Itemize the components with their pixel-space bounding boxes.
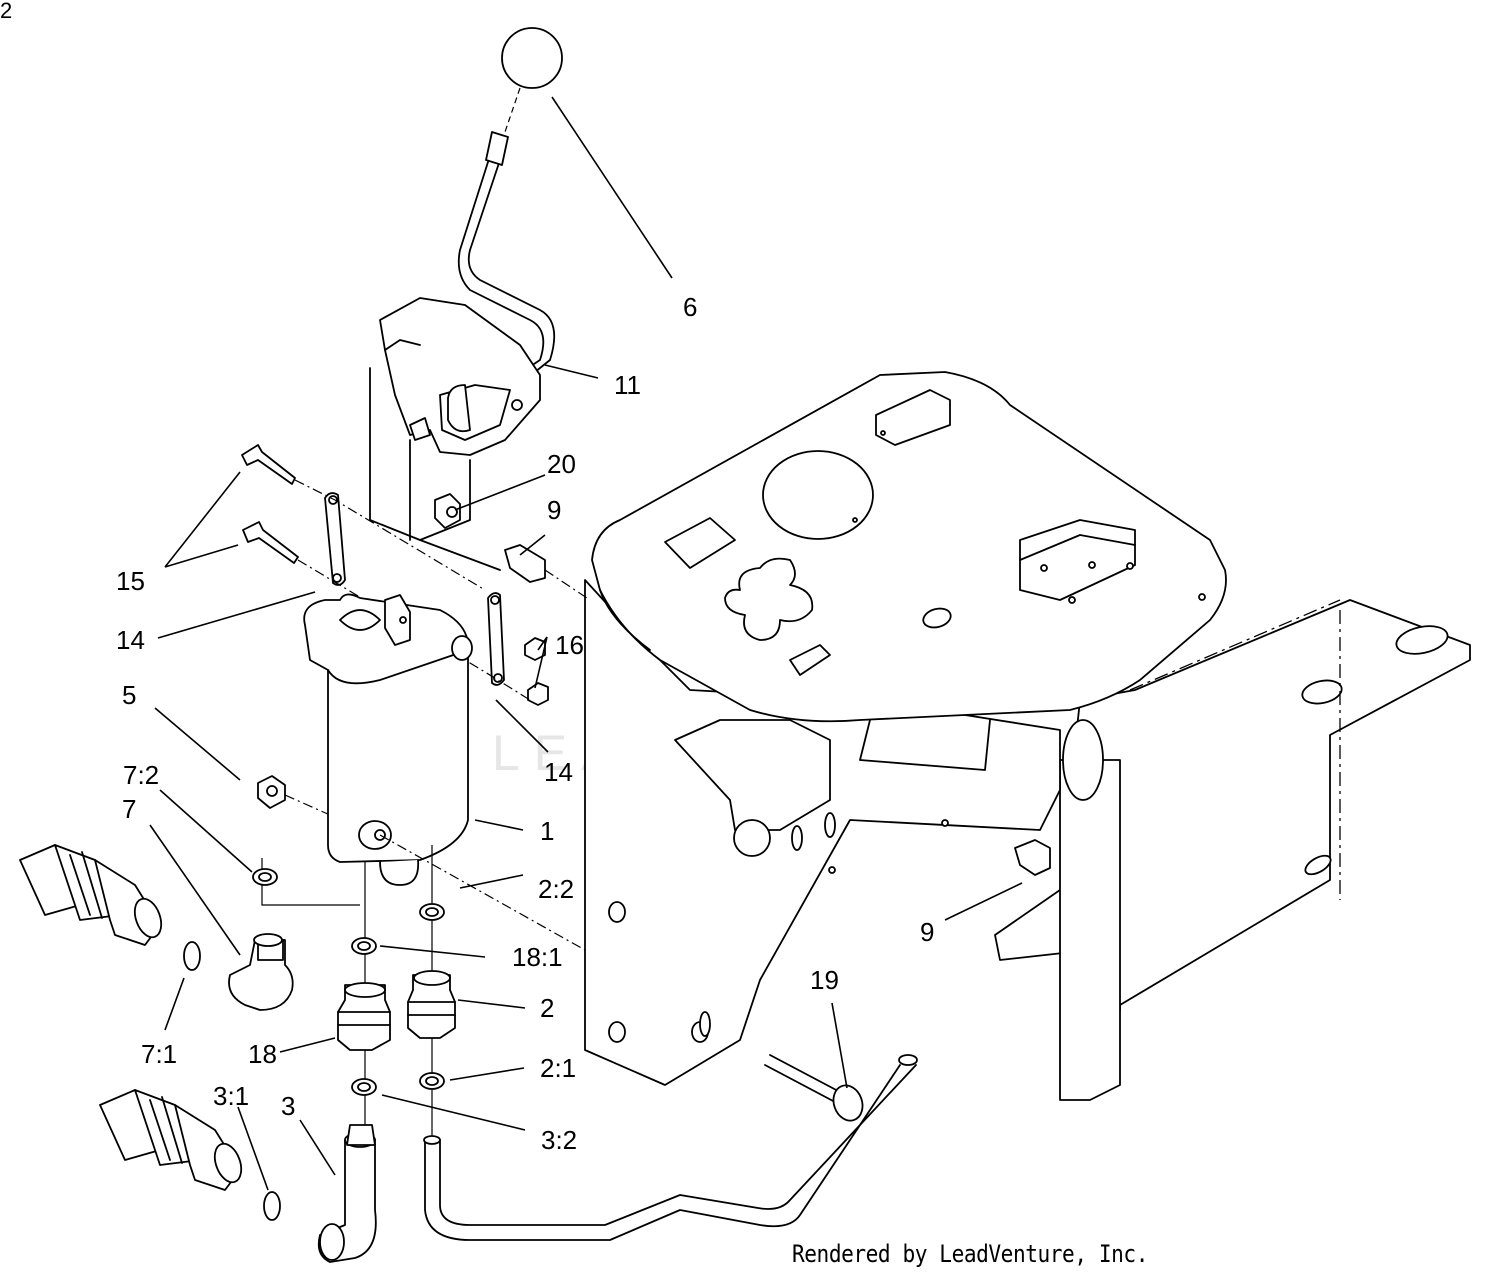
lever-knob-assembly: [459, 28, 562, 372]
callout-9-lower: 9: [920, 917, 934, 947]
callout-7-1: 7:1: [141, 1039, 177, 1069]
callout-14-left: 14: [116, 625, 145, 655]
callout-3-1: 3:1: [213, 1081, 249, 1111]
callout-3: 3: [281, 1091, 295, 1121]
callout-5: 5: [122, 680, 136, 710]
leader-lines: [150, 97, 1022, 1190]
callout-15: 15: [116, 566, 145, 596]
callout-20: 20: [547, 449, 576, 479]
callout-16: 16: [555, 630, 584, 660]
hoses: [20, 845, 917, 1240]
render-credit: Rendered by LeadVenture, Inc.: [792, 1240, 1148, 1268]
callout-9-upper: 9: [547, 495, 561, 525]
callout-2-2: 2:2: [538, 874, 574, 904]
fittings-and-orings: [184, 869, 455, 1262]
callout-3-2: 3:2: [541, 1125, 577, 1155]
callout-7-2: 7:2: [123, 760, 159, 790]
callout-2-1: 2:1: [540, 1053, 576, 1083]
callout-7: 7: [122, 794, 136, 824]
callout-6: 6: [683, 292, 697, 322]
callout-labels: 6 11 20 9 15 14 16 5 14 7:2 7 1 2:2 9 18…: [116, 292, 934, 1155]
callout-11: 11: [614, 370, 641, 400]
callout-18-1: 18:1: [512, 942, 563, 972]
valve-bracket-assembly: [370, 298, 540, 570]
callout-1: 1: [540, 816, 554, 846]
bolts-and-links: [242, 445, 1050, 1125]
callout-2: 2: [540, 993, 554, 1023]
callout-19: 19: [810, 965, 839, 995]
callout-14-right: 14: [544, 757, 573, 787]
callout-18: 18: [248, 1039, 277, 1069]
control-panel-assembly: [585, 372, 1470, 1100]
valve-body: [262, 594, 585, 1140]
page-corner-label: 2: [0, 0, 13, 23]
